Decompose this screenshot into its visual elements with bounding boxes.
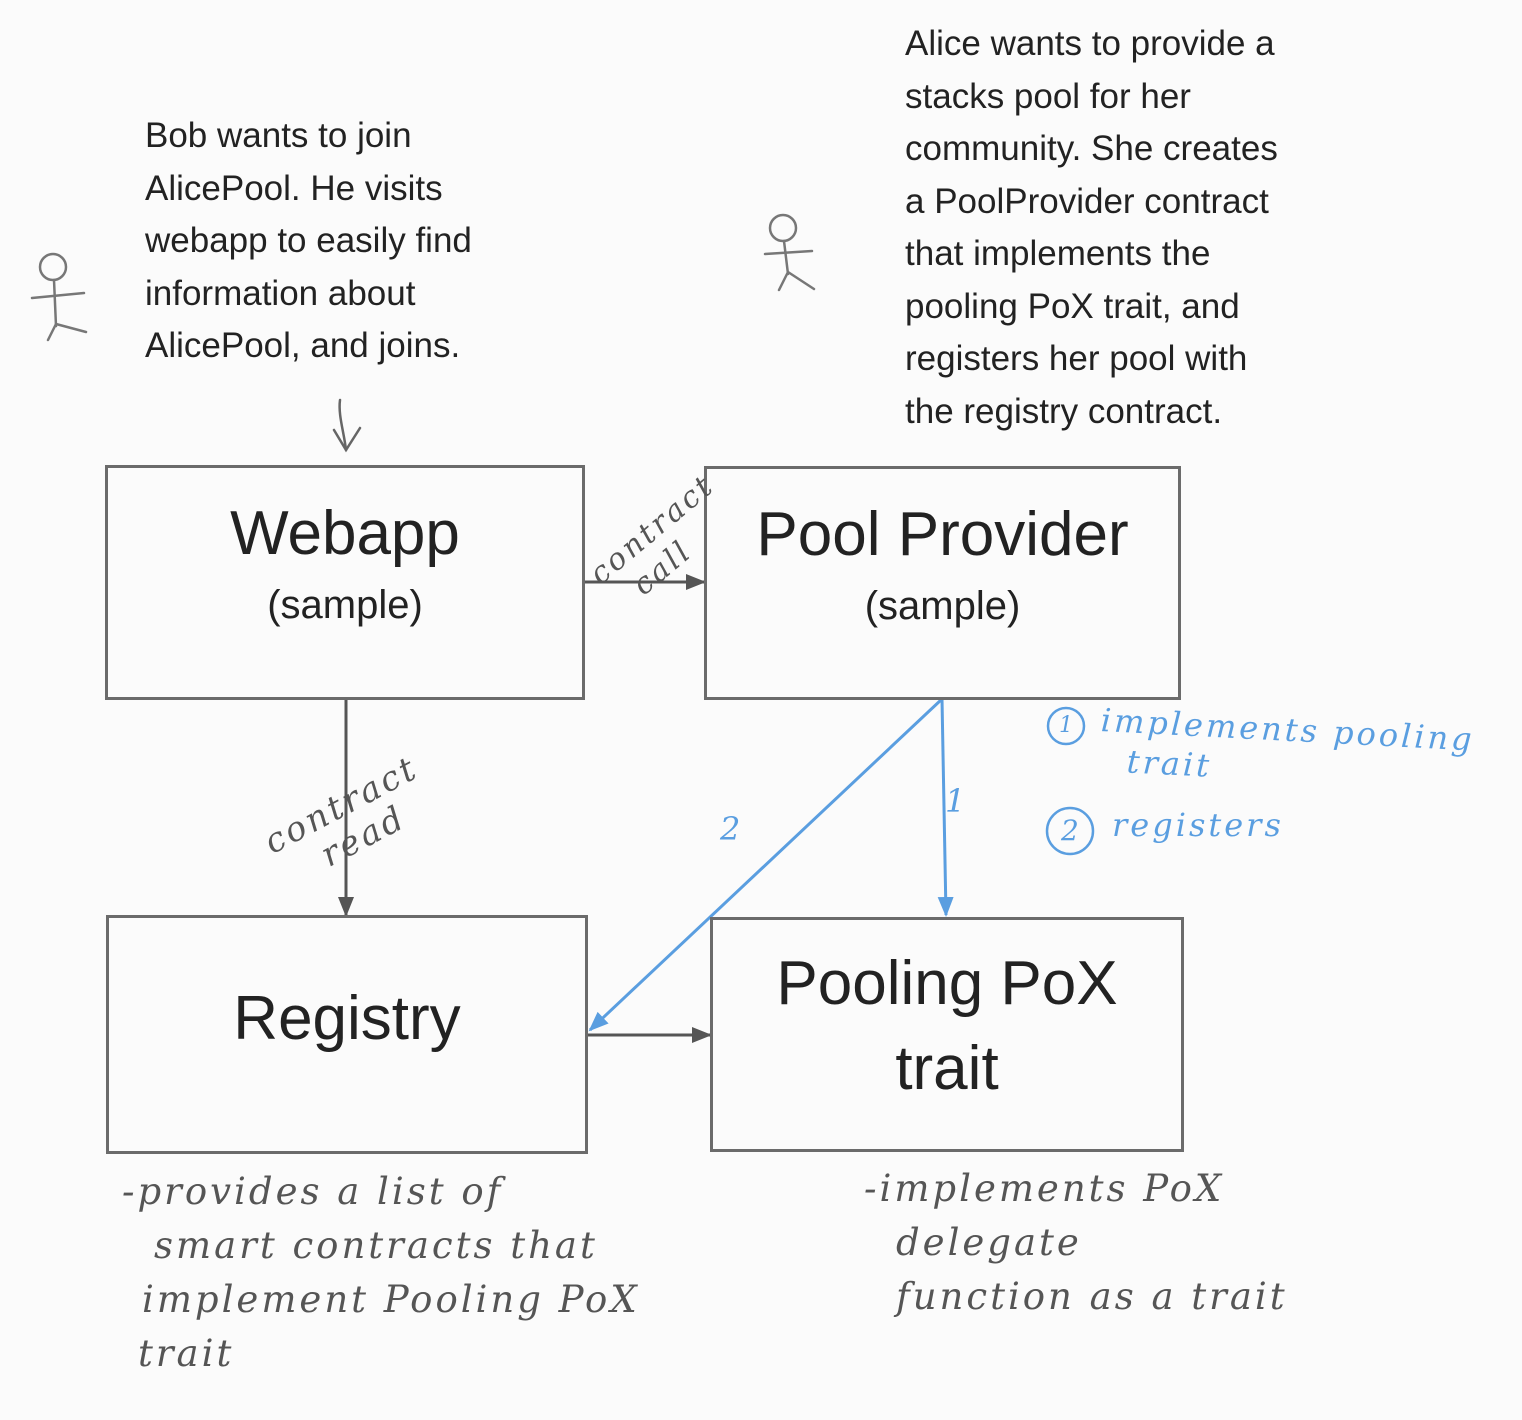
trait-note-line: function as a trait xyxy=(896,1275,1288,1318)
bob-caption-line: AlicePool, and joins. xyxy=(145,326,461,365)
webapp-subtitle: (sample) xyxy=(267,583,423,627)
pooling-trait-title: trait xyxy=(895,1034,999,1103)
alice-caption-line: registers her pool with xyxy=(905,339,1248,378)
alice-caption-line: Alice wants to provide a xyxy=(905,24,1275,63)
registry-note-line: trait xyxy=(138,1332,235,1375)
registry-note-line: smart contracts that xyxy=(154,1224,598,1267)
registry-note-line: -provides a list of xyxy=(122,1170,504,1213)
legend-number-2: 2 xyxy=(1061,814,1079,847)
bob-to-webapp-arrow xyxy=(332,398,362,453)
alice-caption-line: stacks pool for her xyxy=(905,76,1191,116)
provider-to-trait-arrow xyxy=(937,698,954,917)
trait-note-line: -implements PoX xyxy=(864,1167,1225,1210)
trait-note: -implements PoX delegate function as a t… xyxy=(864,1162,1288,1324)
legend-item-2: registers xyxy=(1112,806,1284,844)
registry-note: -provides a list of smart contracts that… xyxy=(122,1165,640,1381)
registry-title: Registry xyxy=(233,984,461,1053)
stick-figure-bob-icon xyxy=(30,252,88,342)
webapp-box: Webapp (sample) xyxy=(105,465,585,700)
bob-caption-line: AlicePool. He visits xyxy=(145,168,443,208)
stick-figure-alice-icon xyxy=(763,213,816,292)
provider-to-registry-arrow xyxy=(588,697,944,1032)
alice-caption: Alice wants to provide a stacks pool for… xyxy=(905,18,1278,438)
legend-circle-2-icon xyxy=(1045,806,1095,856)
alice-caption-line: that implements the xyxy=(905,234,1211,273)
bob-caption-line: webapp to easily find xyxy=(145,221,472,260)
registry-box: Registry xyxy=(106,915,588,1154)
arrow-label-1: 1 xyxy=(945,782,969,820)
pool-provider-box: Pool Provider (sample) xyxy=(704,466,1181,700)
pool-provider-title: Pool Provider xyxy=(756,500,1129,569)
alice-caption-line: community. She creates xyxy=(905,129,1278,168)
bob-caption: Bob wants to join AlicePool. He visits w… xyxy=(145,110,472,373)
pooling-pox-trait-box: Pooling PoX trait xyxy=(710,917,1184,1152)
arrow-label-2: 2 xyxy=(720,810,744,848)
legend-number-1: 1 xyxy=(1059,713,1073,738)
alice-caption-line: pooling PoX trait, and xyxy=(905,286,1240,326)
pooling-trait-title: Pooling PoX xyxy=(776,949,1118,1018)
bob-caption-line: Bob wants to join xyxy=(145,116,412,155)
legend-circle-1-icon xyxy=(1046,706,1086,746)
alice-caption-line: the registry contract. xyxy=(905,391,1223,431)
webapp-title: Webapp xyxy=(230,499,460,568)
pool-provider-subtitle: (sample) xyxy=(864,584,1021,628)
registry-note-line: implement Pooling PoX xyxy=(142,1278,640,1321)
alice-caption-line: a PoolProvider contract xyxy=(905,181,1269,221)
trait-note-line: delegate xyxy=(896,1221,1082,1264)
bob-caption-line: information about xyxy=(145,273,416,313)
